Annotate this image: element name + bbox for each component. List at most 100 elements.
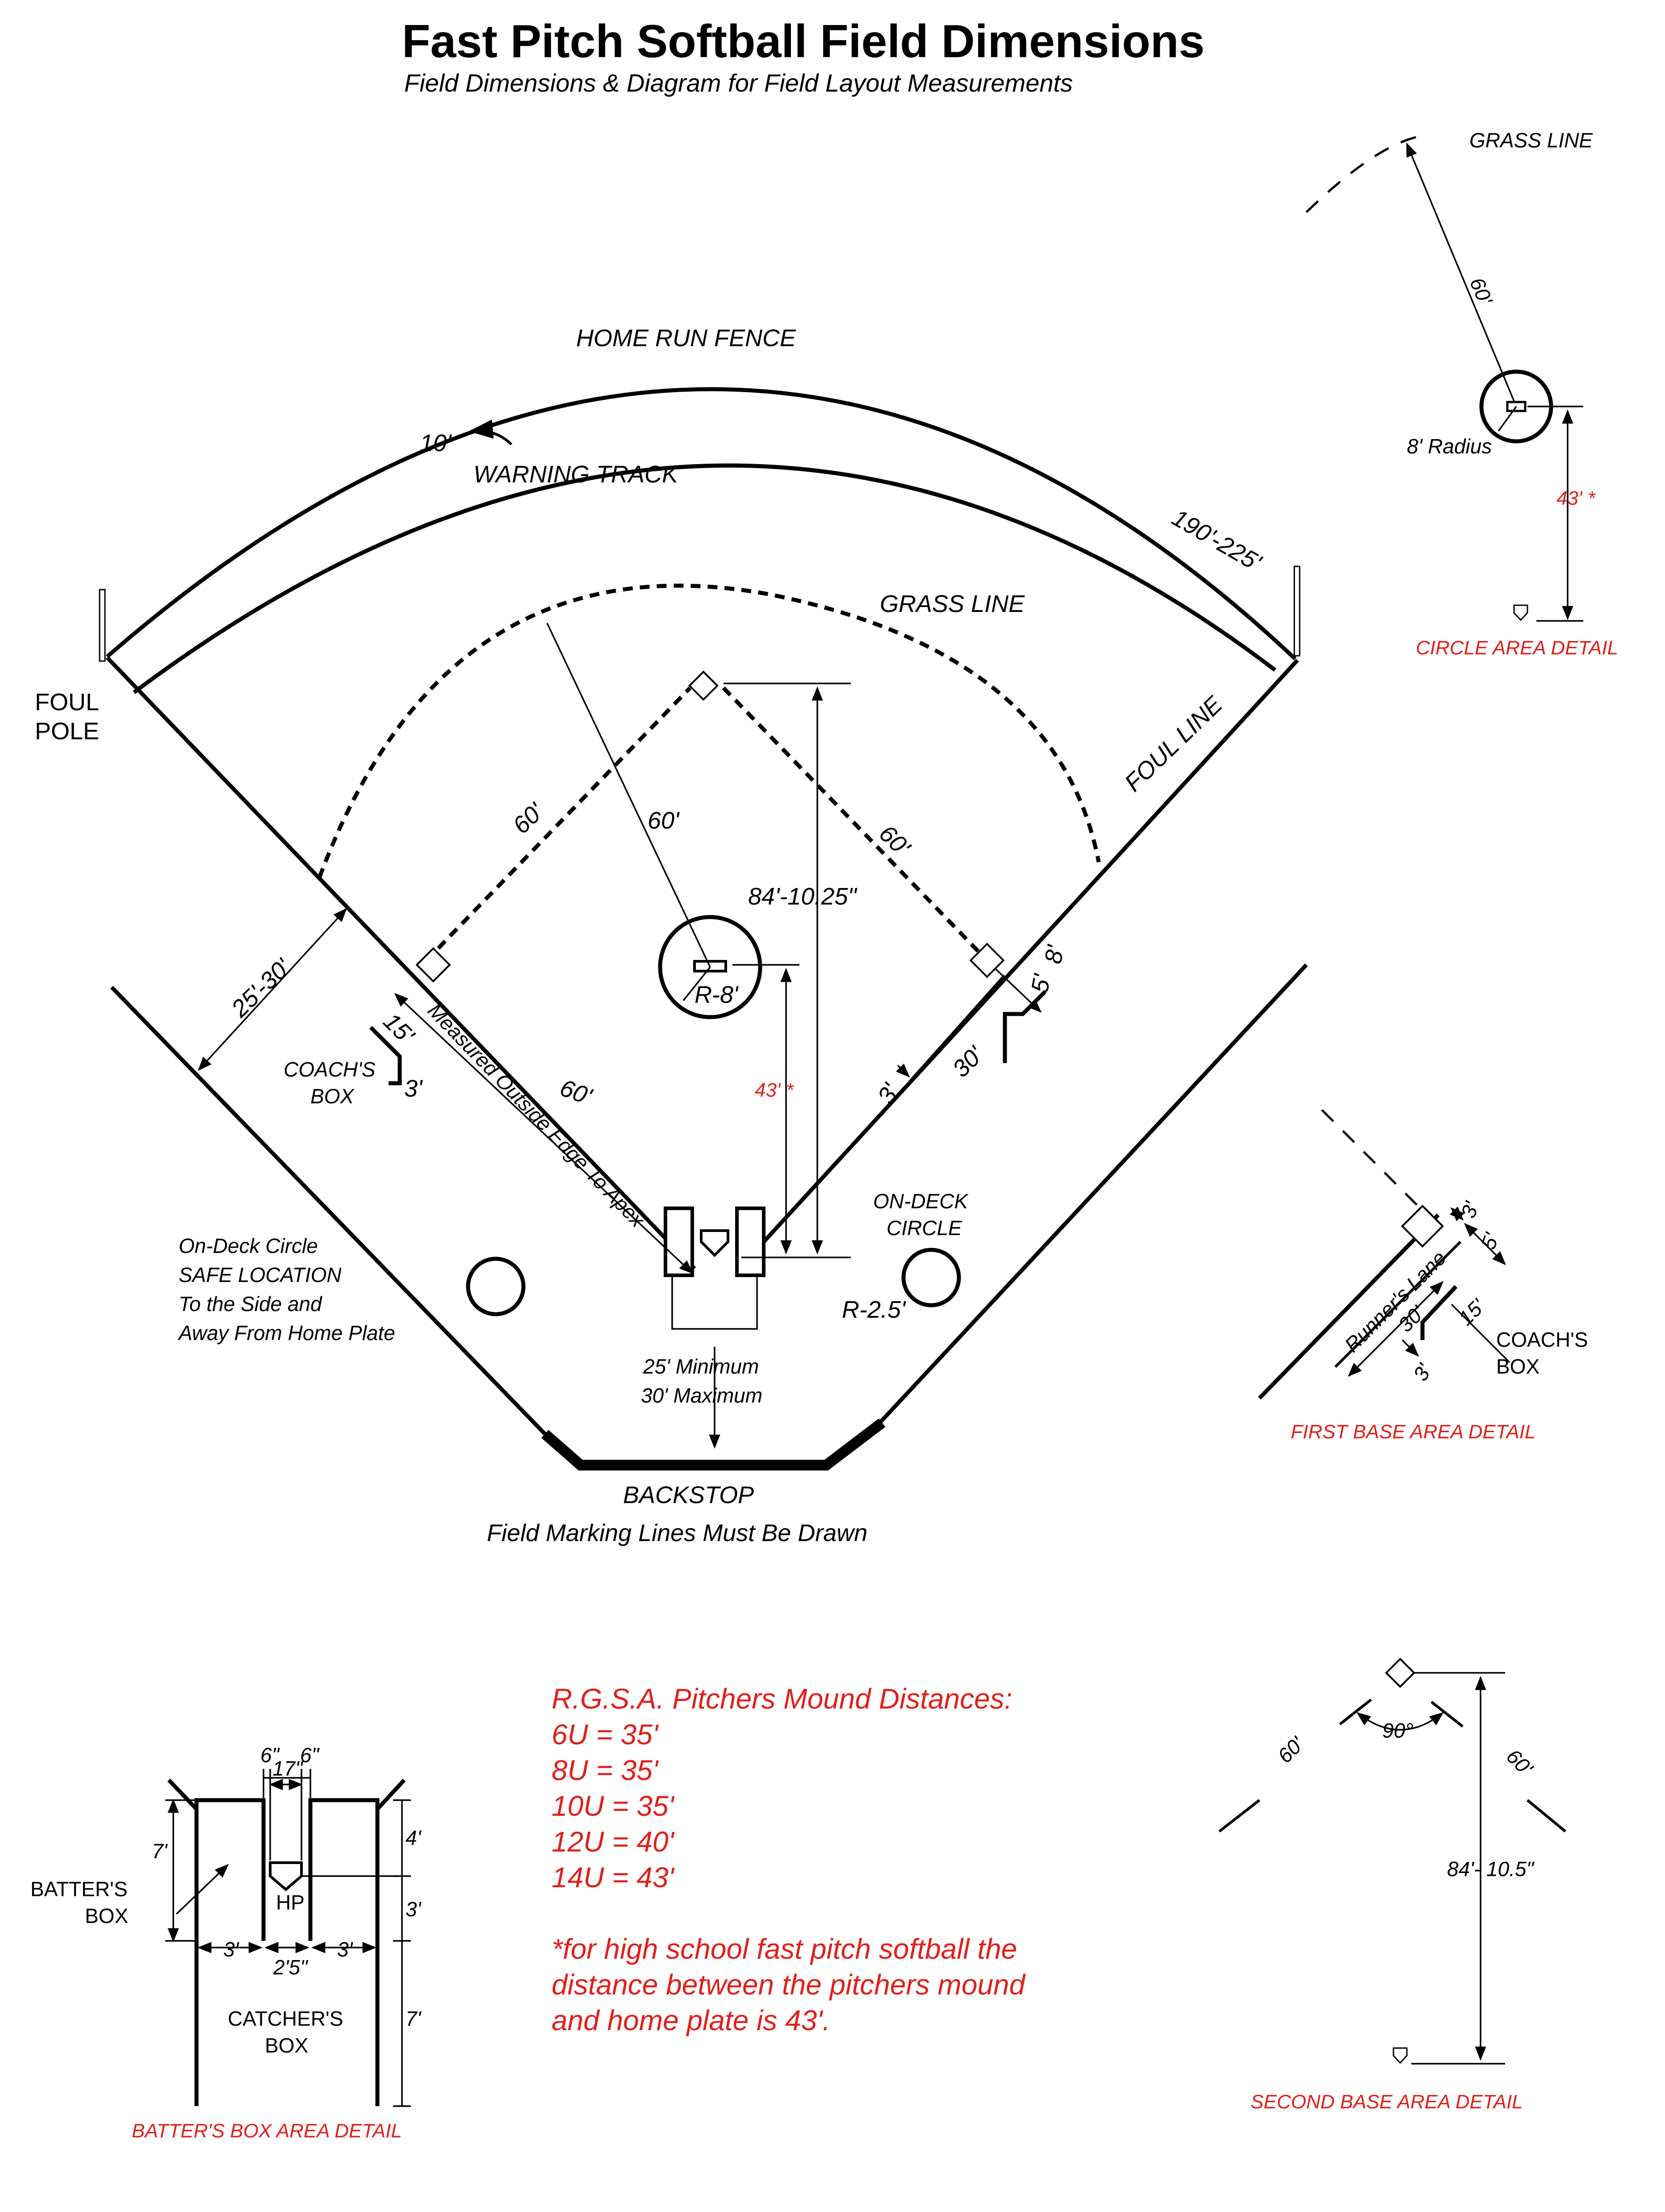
base-path-third-second: [425, 686, 692, 962]
circle-area-detail: [1305, 135, 1583, 622]
label-measured-note: Measured Outside Edge To Apex: [423, 999, 650, 1232]
label-foul-pole-1: FOUL: [35, 689, 99, 716]
label-base-path-left: 60': [508, 797, 550, 839]
label-safe-1: On-Deck Circle: [179, 1234, 318, 1257]
foul-pole-left: [99, 589, 106, 662]
bbox-width-right-label: 3': [337, 1938, 354, 1961]
foul-pole-right: [1293, 566, 1301, 657]
bbox-front-label: 4': [406, 1826, 422, 1849]
label-safe-3: To the Side and: [179, 1292, 322, 1315]
bbox-home-plate: [269, 1861, 303, 1891]
label-coach-box-1: COACH'S: [284, 1058, 376, 1081]
bbox-catchers-2: BOX: [265, 2034, 308, 2057]
first-detail-base: [1401, 1204, 1444, 1248]
on-deck-circle-left: [466, 1257, 526, 1316]
label-warning-track-width: 10': [420, 430, 452, 457]
label-base-path-home-third: 60': [556, 1074, 596, 1110]
bbox-length-label: 7': [152, 1839, 168, 1863]
first-detail-top-dim: [1450, 1207, 1464, 1221]
bbox-catchers-1: CATCHER'S: [228, 2007, 343, 2030]
label-runner-lane-width: 3': [872, 1079, 905, 1108]
label-home-to-second: 84'-10.25": [748, 883, 858, 910]
label-on-deck-1: ON-DECK: [873, 1190, 969, 1213]
bbox-caption: BATTER'S BOX AREA DETAIL: [132, 2120, 402, 2142]
mound-distances-block: R.G.S.A. Pitchers Mound Distances: 6U = …: [552, 1683, 1026, 2036]
dim-sideline: [197, 908, 347, 1071]
bbox-pointer: [176, 1864, 229, 1915]
second-base: [688, 670, 719, 701]
label-on-deck-radius: R-2.5': [842, 1296, 906, 1323]
bbox-right-box: [308, 1798, 380, 2106]
bbox-batters-2: BOX: [85, 1904, 128, 1927]
pitchers-circle: [658, 915, 762, 1019]
bbox-gap-right-label: 6": [300, 1743, 320, 1767]
circle-detail-grass-label: GRASS LINE: [1469, 129, 1593, 152]
bbox-catcher-length-label: 7': [406, 2007, 422, 2030]
coach-box-right: [1003, 990, 1047, 1063]
sideline-right: [878, 963, 1308, 1424]
circle-detail-radius-label: 8' Radius: [1407, 435, 1492, 458]
second-detail-angle-label: 90°: [1382, 1719, 1414, 1742]
second-detail-left-label: 60': [1273, 1731, 1309, 1768]
circle-detail-radius-line: [1498, 406, 1517, 432]
second-detail-angle: [1356, 1712, 1444, 1731]
label-coach-box-2: BOX: [310, 1085, 355, 1108]
label-on-deck-2: CIRCLE: [887, 1216, 962, 1240]
label-safe-4: Away From Home Plate: [177, 1321, 395, 1345]
home-plate: [700, 1229, 729, 1257]
page-subtitle: Field Dimensions & Diagram for Field Lay…: [404, 69, 1073, 97]
label-foul-line: FOUL LINE: [1120, 691, 1228, 797]
circle-detail-home-plate: [1513, 604, 1528, 621]
first-base-area-detail: [1258, 1109, 1510, 1400]
dim-runner-lane-width: [896, 1064, 910, 1078]
label-runner-lane-top: 8': [1040, 943, 1069, 966]
on-deck-circle-right: [901, 1248, 961, 1307]
first-detail-coach-2: BOX: [1496, 1355, 1539, 1378]
first-detail-lane-dim: [1347, 1281, 1444, 1377]
runners-lane-line: [909, 975, 1007, 1082]
label-mound-radius: R-8': [694, 981, 739, 1008]
grass-line: [317, 583, 1101, 879]
second-base-area-detail: [1218, 1658, 1566, 2065]
first-detail-coach-offset-label: 15': [1454, 1294, 1490, 1330]
first-detail-coach-width-dim: [1401, 1339, 1419, 1357]
bbox-back-label: 3': [406, 1898, 422, 1921]
bbox-catcher-width-label: 2'5": [273, 1956, 309, 1979]
mound-row: 10U = 35': [552, 1790, 675, 1822]
second-detail-distance-label: 84'- 10.5": [1447, 1857, 1535, 1881]
mound-note-1: *for high school fast pitch softball the: [552, 1933, 1017, 1965]
second-detail-right-a: [1431, 1701, 1464, 1728]
label-backstop: BACKSTOP: [623, 1482, 754, 1508]
bbox-gap-left-label: 6": [260, 1743, 280, 1767]
batters-box-left: [664, 1207, 694, 1277]
first-detail-coach-1: COACH'S: [1496, 1328, 1588, 1351]
backstop-line: [541, 1418, 886, 1470]
dim-runner-lane-gap: [995, 968, 1042, 1013]
first-detail-gap-label: 5': [1477, 1229, 1504, 1252]
label-coach-depth-left: 3': [404, 1075, 423, 1102]
mound-to-grass-line: [546, 623, 711, 968]
label-home-run-fence: HOME RUN FENCE: [576, 325, 796, 352]
circle-detail-caption: CIRCLE AREA DETAIL: [1416, 637, 1618, 659]
warning-track-line: [133, 463, 1276, 694]
label-marking-note: Field Marking Lines Must Be Drawn: [487, 1520, 867, 1546]
third-base: [415, 947, 451, 983]
second-detail-home-plate: [1393, 2047, 1408, 2064]
label-warning-track: WARNING TRACK: [473, 461, 679, 488]
bbox-plate-width-label: 17": [272, 1757, 304, 1780]
bbox-batters-1: BATTER'S: [30, 1877, 128, 1901]
label-grass-line: GRASS LINE: [880, 591, 1025, 617]
first-detail-gap-dim: [1464, 1223, 1506, 1265]
mound-note-3: and home plate is 43'.: [552, 2004, 830, 2036]
label-sideline-distance: 25'-30': [226, 953, 297, 1022]
bbox-left-box: [194, 1798, 266, 2106]
first-detail-caption: FIRST BASE AREA DETAIL: [1291, 1421, 1536, 1443]
bbox-hp-label: HP: [276, 1891, 305, 1914]
label-runner-lane-gap: 5': [1026, 972, 1056, 995]
label-backstop-max: 30' Maximum: [641, 1384, 762, 1407]
warning-track-arrow: [469, 419, 513, 446]
bbox-foul-left: [167, 1778, 198, 1811]
mound-note-2: distance between the pitchers mound: [552, 1969, 1026, 2001]
second-detail-left-a: [1218, 1799, 1260, 1833]
